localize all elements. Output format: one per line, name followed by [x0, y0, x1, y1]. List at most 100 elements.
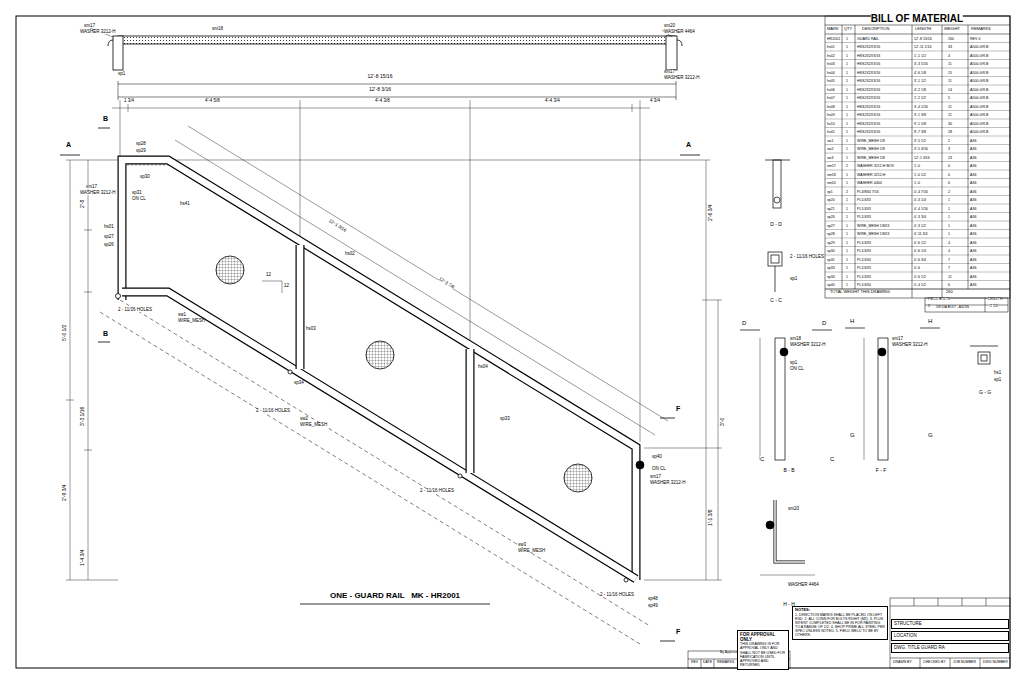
annotation-label: 4'-4 3/4: [545, 99, 560, 104]
table-cell: A36: [970, 259, 976, 263]
annotation-label: hs03: [306, 327, 316, 332]
annotation-label: 2 1/4: [990, 305, 998, 309]
table-cell: 1: [846, 199, 848, 203]
table-rule: [825, 255, 1010, 256]
annotation-label: sp1: [994, 378, 1001, 383]
table-cell: 0'-6: [914, 267, 920, 271]
table-cell: 1: [846, 208, 848, 212]
annotation-label: H: [850, 318, 854, 324]
annotation-label: 8: [928, 305, 930, 309]
table-cell: A36: [970, 276, 976, 280]
table-rule: [825, 110, 1010, 111]
table-cell: 0'-3 3/4: [914, 216, 926, 220]
annotation-label: sp1: [790, 361, 797, 366]
table-cell: 7: [948, 259, 950, 263]
annotation-label: B: [103, 115, 108, 122]
table-cell: sp29: [827, 242, 835, 246]
annotation-label: LENGTH: [915, 27, 931, 31]
table-rule: [825, 280, 1010, 281]
annotation-label: hs41: [180, 202, 190, 207]
annotation-label: F: [676, 628, 680, 635]
annotation-label: REV: [691, 661, 698, 665]
table-cell: 3'-1 1/2: [914, 80, 926, 84]
table-cell: sp31: [827, 259, 835, 263]
table-cell: 0'-6 1/2: [914, 276, 926, 280]
table-cell: hs02: [827, 55, 835, 59]
table-cell: 1: [948, 225, 950, 229]
table-cell: HSS2X2X3/16: [857, 106, 880, 110]
table-rule: [825, 195, 1010, 196]
annotation-label: sp48: [648, 597, 658, 602]
table-cell: 1'-0: [914, 165, 920, 169]
table-cell: 0'-3 1/4: [914, 199, 926, 203]
table-cell: A500-GR.B: [970, 131, 988, 135]
table-cell: sp30: [827, 250, 835, 254]
annotation-label: 3'-3 1/16: [80, 407, 85, 426]
table-cell: 12'-1 3/16: [914, 157, 930, 161]
table-cell: WASHER 3212-H BOX: [857, 165, 894, 169]
annotation-label: sp28: [136, 142, 146, 147]
annotation-label: sp40: [652, 455, 662, 460]
box-heading: LOCATION: [894, 633, 1006, 638]
annotation-label: WIRE_MESH: [518, 549, 545, 554]
annotation-label: 12'-8 15/16: [368, 74, 393, 79]
table-rule: [825, 59, 1010, 60]
table-cell: 11: [948, 106, 952, 110]
table-rule: [825, 136, 1010, 137]
table-cell: 33: [948, 46, 952, 50]
table-cell: A500-GR.B: [970, 89, 988, 93]
table-cell: HSS2X2X3/16: [857, 114, 880, 118]
table-cell: 12'-11 1/16: [914, 46, 932, 50]
annotation-label: 2 - 11/16 HOLES: [118, 308, 152, 313]
table-cell: A500-GR.B: [970, 123, 988, 127]
table-cell: 1: [846, 216, 848, 220]
table-cell: 1: [846, 89, 848, 93]
table-cell: 9'-1 5/8: [914, 123, 926, 127]
table-rule: [825, 144, 1010, 145]
table-cell: sp34: [827, 276, 835, 280]
table-rule: [825, 238, 1010, 239]
table-rule: [825, 170, 1010, 171]
annotation-label: sp1: [790, 277, 797, 282]
table-cell: hs06: [827, 89, 835, 93]
annotation-label: 1 3/4: [124, 99, 134, 104]
annotation-label: sw2: [300, 417, 308, 422]
annotation-label: A: [686, 141, 691, 148]
table-cell: sm17: [827, 165, 836, 169]
annotation-label: ON CL: [132, 197, 146, 202]
annotation-label: WEIGHT: [944, 27, 960, 31]
annotation-label: DRAWN BY: [893, 661, 912, 665]
table-cell: A36: [970, 208, 976, 212]
annotation-label: sm20: [788, 507, 799, 512]
annotation-label: 4 3/4: [650, 99, 660, 104]
table-cell: 2: [846, 191, 848, 195]
table-cell: A36: [970, 225, 976, 229]
annotation-label: sm17: [86, 185, 97, 190]
table-cell: hs41: [827, 131, 835, 135]
title-block-cell: STRUCTURE: [891, 619, 1009, 629]
box-heading: FOR APPROVAL ONLY: [740, 632, 786, 642]
table-cell: 1: [846, 106, 848, 110]
table-cell: A36: [970, 199, 976, 203]
table-cell: 1: [846, 182, 848, 186]
annotation-label: sp31: [132, 191, 142, 196]
annotation-label: DESCRIPTION: [862, 27, 889, 31]
table-cell: 3'-3 5/16: [914, 63, 928, 67]
table-cell: PL1/4X4: [857, 284, 871, 288]
table-cell: 1: [846, 131, 848, 135]
table-cell: 1: [846, 63, 848, 67]
annotation-label: WASHER 4464: [664, 30, 695, 35]
table-cell: sm18: [827, 174, 836, 178]
table-rule: [825, 161, 1010, 162]
table-cell: 0'-6 1/4: [914, 250, 926, 254]
table-cell: WASHER 4464: [857, 182, 882, 186]
table-cell: 1: [846, 123, 848, 127]
annotation-label: sm17: [84, 24, 95, 29]
annotation-label: WASHER 3212-H: [790, 343, 826, 348]
annotation-label: D: [822, 320, 826, 326]
annotation-label: MARK: [827, 27, 839, 31]
box-body: THIS DRAWING IS FOR APPROVAL ONLY AND SH…: [740, 642, 786, 667]
table-cell: 0: [948, 165, 950, 169]
table-cell: sw1: [827, 140, 833, 144]
table-rule: [825, 246, 1010, 247]
